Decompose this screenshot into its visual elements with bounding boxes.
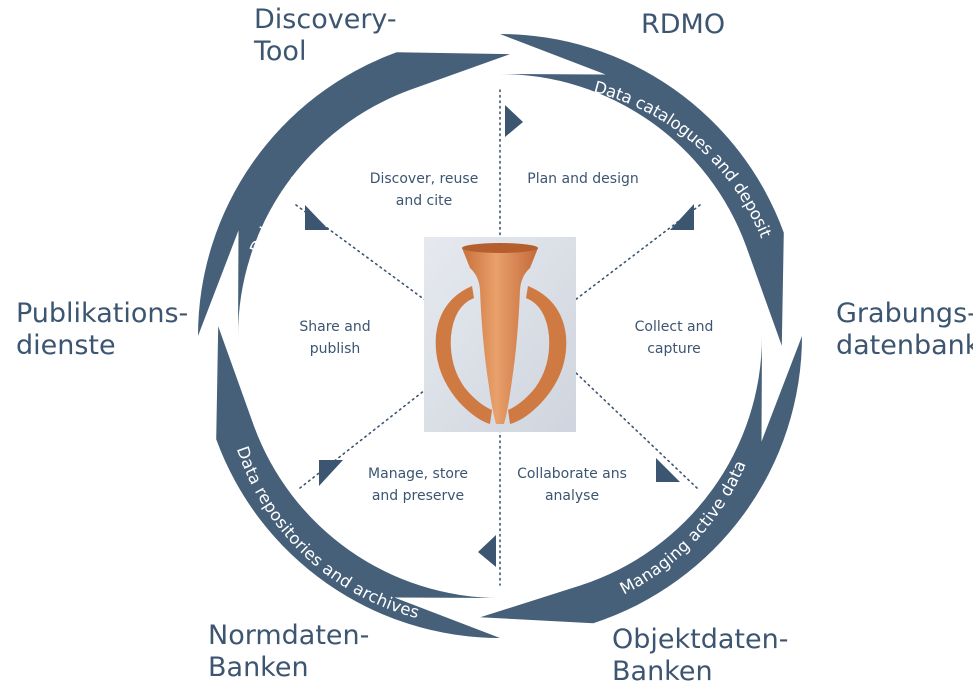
arrowhead-plan	[505, 105, 523, 137]
ring-segment-registries	[198, 52, 510, 336]
vessel-photo	[424, 237, 576, 432]
st-collect-line-2: capture	[647, 341, 701, 357]
stage-collect-capture: Collect and capture	[635, 319, 714, 357]
st-share-line-2: publish	[310, 341, 361, 357]
stage-discover-reuse-cite: Discover, reuse and cite	[370, 171, 479, 209]
st-manage-line-2: and preserve	[372, 488, 464, 504]
ol-discovery-line-2: Tool	[253, 36, 306, 67]
vessel-rim	[462, 243, 538, 253]
label-discovery-tool: Discovery-Tool	[253, 4, 397, 67]
lifecycle-ring	[198, 34, 802, 638]
vessel-left-handle	[435, 286, 492, 424]
ol-grabung-line-2: datenbank	[836, 330, 973, 361]
vessel-right-handle	[508, 286, 567, 424]
label-objektdaten-banken: Objektdaten-Banken	[612, 624, 788, 687]
arrowhead-manage	[478, 535, 496, 567]
arrowhead-share	[319, 460, 343, 486]
arrowhead-collect	[670, 204, 694, 230]
st-collect-line-1: Collect and	[635, 319, 714, 335]
ring-segment-repositories	[216, 326, 500, 638]
st-discover-line-2: and cite	[396, 193, 452, 209]
ol-normdaten-line-1: Normdaten-	[208, 620, 369, 651]
st-share-line-1: Share and	[299, 319, 370, 335]
ol-objektdaten-line-2: Banken	[612, 656, 713, 687]
arrowhead-collaborate	[656, 458, 680, 482]
label-publikationsdienste: Publikations-dienste	[16, 298, 188, 361]
label-rdmo: RDMO	[641, 9, 725, 40]
divider-lower-left	[299, 389, 426, 489]
outer-labels: Discovery-Tool RDMO Publikations-dienste…	[16, 4, 973, 687]
ring-segment-managing-active	[480, 336, 802, 624]
ring-segment-plan-collect	[500, 34, 784, 346]
ol-grabung-line-1: Grabungs-	[836, 298, 973, 329]
vessel-body	[462, 244, 538, 424]
ol-discovery-line-1: Discovery-	[254, 4, 397, 35]
stage-manage-store-preserve: Manage, store and preserve	[368, 466, 468, 504]
ol-publikation-line-2: dienste	[16, 330, 116, 361]
st-plan-line-1: Plan and design	[527, 171, 638, 187]
stage-collaborate-analyse: Collaborate ans analyse	[517, 466, 627, 504]
st-collaborate-line-2: analyse	[545, 488, 599, 504]
divider-lower-right	[574, 371, 698, 489]
label-normdaten-banken: Normdaten-Banken	[208, 620, 369, 683]
stage-share-publish: Share and publish	[299, 319, 370, 357]
stage-plan-design: Plan and design	[527, 171, 638, 187]
divider-upper-right	[574, 204, 701, 301]
st-manage-line-1: Manage, store	[368, 466, 468, 482]
divider-arrowheads	[305, 105, 694, 567]
ol-objektdaten-line-1: Objektdaten-	[612, 624, 788, 655]
ol-normdaten-line-2: Banken	[208, 652, 309, 683]
arrowhead-discover	[305, 205, 329, 230]
st-collaborate-line-1: Collaborate ans	[517, 466, 627, 482]
ol-publikation-line-1: Publikations-	[16, 298, 188, 329]
ol-rdmo-line-1: RDMO	[641, 9, 725, 40]
st-discover-line-1: Discover, reuse	[370, 171, 479, 187]
label-grabungsdatenbank: Grabungs-datenbank	[836, 298, 973, 361]
